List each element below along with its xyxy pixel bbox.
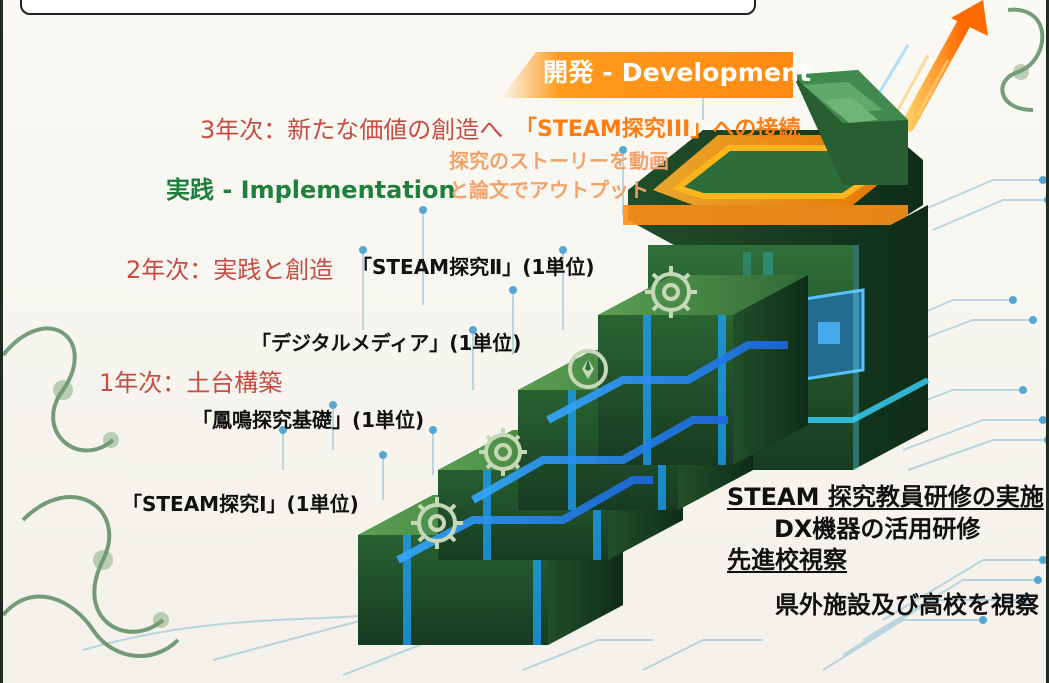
prefectural-visit-label: 県外施設及び高校を視察 <box>775 591 1039 619</box>
digital-media-label: 「デジタルメディア」(1単位) <box>251 331 522 355</box>
hoomei-label: 「鳳鳴探究基礎」(1単位) <box>192 408 425 432</box>
development-banner <box>501 52 793 98</box>
text-overlay: 開発 - Development 3年次：新たな価値の創造へ 「STEAM探究I… <box>3 0 1046 683</box>
advanced-school-visit-label: 先進校視察 <box>727 546 847 574</box>
year1-label: 1年次：土台構築 <box>99 369 283 397</box>
gear-icon-1 <box>411 497 463 549</box>
gear-icon-2 <box>479 428 527 476</box>
top-frame-bar <box>20 0 756 15</box>
implementation-label: 実践 - Implementation <box>166 176 456 204</box>
story-line1-label: 探究のストーリーを動画 <box>449 149 669 173</box>
steam3-link-label: 「STEAM探究III」への接続 <box>515 117 801 142</box>
background-illustration <box>3 0 1046 676</box>
staircase <box>358 275 808 645</box>
teacher-training-label: STEAM 探究教員研修の実施 <box>727 483 1044 511</box>
growth-arrow <box>876 0 988 132</box>
development-label: 開発 - Development <box>543 58 812 87</box>
year3-label: 3年次：新たな価値の創造へ <box>200 116 504 144</box>
steam1-label: 「STEAM探究Ⅰ」(1単位) <box>122 492 359 516</box>
story-line2-label: と論文でアウトプット <box>449 178 649 202</box>
top-tower <box>623 70 923 250</box>
dx-training-label: DX機器の活用研修 <box>774 515 981 543</box>
steam2-label: 「STEAM探究Ⅱ」(1単位) <box>352 255 595 279</box>
compass-icon <box>568 349 608 389</box>
gear-icon-3 <box>645 266 697 318</box>
year2-label: 2年次：実践と創造 <box>126 256 334 284</box>
